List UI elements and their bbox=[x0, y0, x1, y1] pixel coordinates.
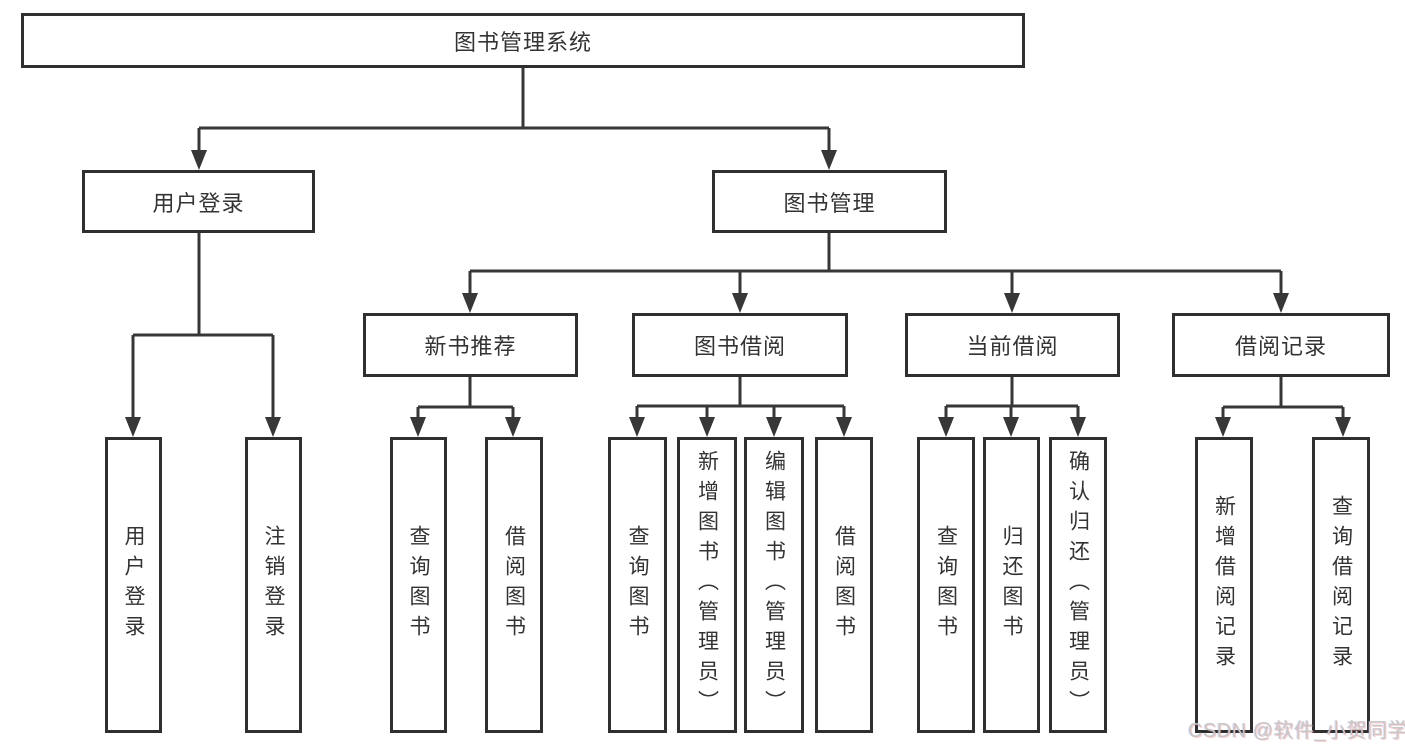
leaf-query-books-current-label: 查询图书 bbox=[934, 525, 958, 645]
node-library-system-label: 图书管理系统 bbox=[453, 29, 592, 55]
edge-bookmgmt-to-level3 bbox=[468, 233, 1283, 297]
edge-userlogin-to-leaves bbox=[131, 233, 275, 421]
leaf-query-books-recommend-label: 查询图书 bbox=[407, 525, 430, 645]
leaf-query-borrow-record-label: 查询借阅记录 bbox=[1329, 495, 1353, 675]
arrowhead bbox=[125, 417, 141, 437]
arrowhead bbox=[732, 293, 748, 313]
arrowhead bbox=[821, 150, 837, 170]
arrowhead bbox=[629, 417, 645, 437]
edge-currentborrow-to-leaves bbox=[944, 377, 1080, 421]
arrowheads bbox=[125, 150, 1351, 437]
leaf-add-books-admin: 新增图书（管理员） bbox=[677, 437, 737, 733]
leaf-confirm-return-admin-label: 确认归还（管理员） bbox=[1066, 450, 1090, 720]
node-current-borrow: 当前借阅 bbox=[905, 313, 1120, 377]
node-library-system: 图书管理系统 bbox=[21, 13, 1025, 68]
leaf-query-books-current: 查询图书 bbox=[917, 437, 975, 733]
arrowhead bbox=[265, 417, 281, 437]
leaf-borrow-books: 借阅图书 bbox=[815, 437, 873, 733]
leaf-borrow-books-recommend-label: 借阅图书 bbox=[502, 525, 526, 645]
leaf-add-borrow-record: 新增借阅记录 bbox=[1195, 437, 1253, 733]
arrowhead bbox=[836, 417, 852, 437]
node-user-login-label: 用户登录 bbox=[152, 190, 245, 216]
arrowhead bbox=[1273, 293, 1289, 313]
node-book-borrow: 图书借阅 bbox=[632, 313, 848, 377]
leaf-edit-books-admin: 编辑图书（管理员） bbox=[744, 437, 804, 733]
leaf-logout-label: 注销登录 bbox=[262, 525, 285, 645]
arrowhead bbox=[1215, 417, 1231, 437]
arrowhead bbox=[505, 417, 521, 437]
arrowhead bbox=[410, 417, 426, 437]
leaf-add-books-admin-label: 新增图书（管理员） bbox=[695, 450, 719, 720]
node-book-management-label: 图书管理 bbox=[783, 190, 876, 216]
leaf-edit-books-admin-label: 编辑图书（管理员） bbox=[762, 450, 786, 720]
node-book-borrow-label: 图书借阅 bbox=[693, 334, 786, 359]
leaf-query-books-borrow-label: 查询图书 bbox=[626, 525, 649, 645]
edge-newbook-to-leaves bbox=[416, 377, 515, 421]
leaf-confirm-return-admin: 确认归还（管理员） bbox=[1049, 437, 1107, 733]
leaf-query-books-borrow: 查询图书 bbox=[608, 437, 667, 733]
leaf-borrow-books-recommend: 借阅图书 bbox=[485, 437, 543, 733]
edge-root-to-level2 bbox=[197, 68, 831, 154]
arrowhead bbox=[1335, 417, 1351, 437]
arrowhead bbox=[191, 150, 207, 170]
leaf-user-login-label: 用户登录 bbox=[122, 525, 145, 645]
leaf-user-login: 用户登录 bbox=[105, 437, 162, 733]
arrowhead bbox=[1070, 417, 1086, 437]
node-book-management: 图书管理 bbox=[712, 170, 947, 233]
leaf-logout: 注销登录 bbox=[245, 437, 302, 733]
leaf-query-borrow-record: 查询借阅记录 bbox=[1312, 437, 1370, 733]
leaf-query-books-recommend: 查询图书 bbox=[390, 437, 447, 733]
arrowhead bbox=[1003, 417, 1019, 437]
leaf-borrow-books-label: 借阅图书 bbox=[832, 525, 856, 645]
csdn-watermark: CSDN @软件_小贺同学 bbox=[1188, 720, 1405, 742]
node-new-book-recommend: 新书推荐 bbox=[363, 313, 578, 377]
arrowhead bbox=[1004, 293, 1020, 313]
leaf-add-borrow-record-label: 新增借阅记录 bbox=[1212, 495, 1236, 675]
node-current-borrow-label: 当前借阅 bbox=[966, 334, 1059, 359]
arrowhead bbox=[462, 293, 478, 313]
edge-bookborrow-to-leaves bbox=[635, 377, 846, 421]
node-user-login: 用户登录 bbox=[82, 170, 315, 233]
edge-borrowrecord-to-leaves bbox=[1221, 377, 1345, 421]
leaf-return-books: 归还图书 bbox=[983, 437, 1040, 733]
edge-lines bbox=[131, 68, 1345, 421]
node-new-book-recommend-label: 新书推荐 bbox=[424, 334, 517, 359]
node-borrow-record: 借阅记录 bbox=[1172, 313, 1390, 377]
node-borrow-record-label: 借阅记录 bbox=[1234, 334, 1327, 359]
arrowhead bbox=[766, 417, 782, 437]
arrowhead bbox=[938, 417, 954, 437]
arrowhead bbox=[699, 417, 715, 437]
leaf-return-books-label: 归还图书 bbox=[1000, 525, 1023, 645]
